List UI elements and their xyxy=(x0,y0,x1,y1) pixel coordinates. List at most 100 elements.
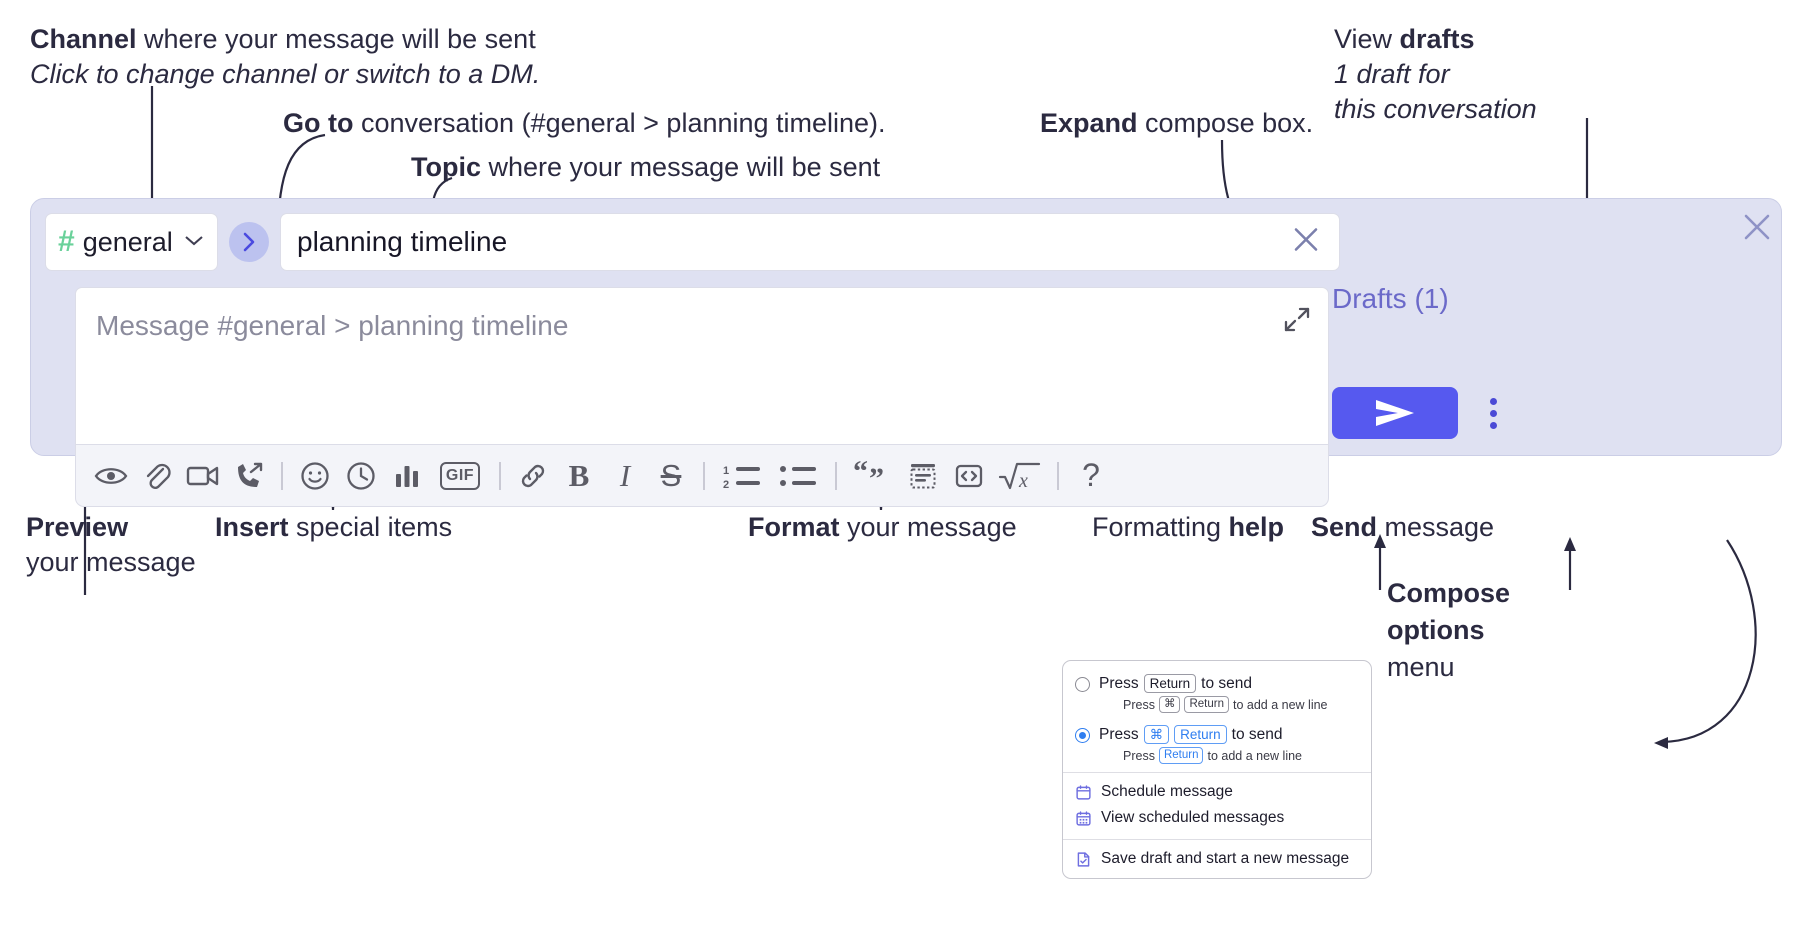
code-block-icon[interactable] xyxy=(900,453,946,499)
annotation-compose-options: Compose options menu xyxy=(1387,575,1510,686)
message-input[interactable]: Message #general > planning timeline xyxy=(75,287,1329,445)
kebab-dot xyxy=(1489,409,1497,417)
channel-selector[interactable]: # general xyxy=(45,213,218,271)
link-icon[interactable] xyxy=(510,453,556,499)
menu-item-label: View scheduled messages xyxy=(1101,809,1285,826)
italic-icon[interactable]: I xyxy=(602,453,648,499)
menu-item-label: Save draft and start a new message xyxy=(1101,850,1350,867)
calendar-icon xyxy=(1075,784,1092,801)
drafts-link[interactable]: Drafts (1) xyxy=(1332,283,1449,314)
annotation-goto-bold: Go to xyxy=(283,108,354,138)
option-main-row: Press Return to send xyxy=(1099,674,1328,693)
strikethrough-label: S xyxy=(660,457,682,493)
annotation-preview-line2: your message xyxy=(26,547,196,577)
option-tosend-label: to send xyxy=(1201,674,1253,692)
annotation-drafts-rest: View xyxy=(1334,24,1400,54)
emoji-icon[interactable] xyxy=(292,453,338,499)
svg-text:2: 2 xyxy=(723,479,729,490)
bulleted-list-icon[interactable] xyxy=(770,453,826,499)
goto-conversation-button[interactable] xyxy=(229,222,269,262)
sub-newline-label: to add a new line xyxy=(1207,748,1302,763)
svg-text:“: “ xyxy=(853,461,868,488)
gif-label: GIF xyxy=(439,461,481,490)
annotation-help-bold: help xyxy=(1228,512,1285,542)
chevron-right-icon xyxy=(243,232,255,252)
reminder-icon[interactable] xyxy=(338,453,384,499)
menu-option-cmd-return-to-send[interactable]: Press ⌘ Return to send Press Return to a… xyxy=(1063,722,1371,764)
svg-text:”: ” xyxy=(869,462,884,491)
option-main-row: Press ⌘ Return to send xyxy=(1099,725,1302,744)
toolbar-divider xyxy=(281,461,283,490)
help-label: ? xyxy=(1082,457,1100,493)
annotation-channel-bold: Channel xyxy=(30,24,137,54)
gif-icon[interactable]: GIF xyxy=(430,453,490,499)
huddle-icon[interactable] xyxy=(226,453,272,499)
italic-label: I xyxy=(619,457,631,493)
annotation-insert: Insert special items xyxy=(215,510,452,545)
radio-unselected[interactable] xyxy=(1075,677,1090,692)
formatting-help-icon[interactable]: ? xyxy=(1068,453,1114,499)
topic-value: planning timeline xyxy=(297,226,508,257)
compose-panel: # general planning timeline Message #gen… xyxy=(30,198,1782,507)
annotation-compose-options-line3: menu xyxy=(1387,652,1455,682)
annotation-expand-bold: Expand xyxy=(1040,108,1138,138)
save-draft-icon xyxy=(1075,851,1092,868)
key-return: Return xyxy=(1174,725,1227,744)
kebab-dot xyxy=(1489,397,1497,405)
radio-selected[interactable] xyxy=(1075,728,1090,743)
topic-input[interactable]: planning timeline xyxy=(280,213,1340,271)
annotation-format: Format your message xyxy=(748,510,1017,545)
annotation-insert-bold: Insert xyxy=(215,512,289,542)
equation-icon[interactable]: x xyxy=(992,453,1048,499)
expand-icon[interactable] xyxy=(1282,304,1312,339)
annotation-format-rest: your message xyxy=(839,512,1017,542)
annotation-channel-italic: Click to change channel or switch to a D… xyxy=(30,59,541,89)
ordered-list-icon[interactable]: 1 2 xyxy=(714,453,770,499)
svg-text:x: x xyxy=(1018,470,1028,492)
menu-item-view-scheduled[interactable]: View scheduled messages xyxy=(1063,805,1371,831)
compose-options-button[interactable] xyxy=(1482,390,1504,436)
chevron-down-icon xyxy=(183,232,205,252)
menu-item-save-draft[interactable]: Save draft and start a new message xyxy=(1063,846,1371,872)
toolbar-divider xyxy=(703,461,705,490)
annotation-topic-bold: Topic xyxy=(411,152,481,182)
key-command: ⌘ xyxy=(1158,696,1181,713)
option-press-label: Press xyxy=(1099,674,1139,692)
annotation-channel-rest: where your message will be sent xyxy=(136,24,536,54)
attach-icon[interactable] xyxy=(134,453,180,499)
inline-code-icon[interactable] xyxy=(946,453,992,499)
annotation-send-rest: message xyxy=(1377,512,1495,542)
sub-press-label: Press xyxy=(1123,697,1155,712)
video-icon[interactable] xyxy=(180,453,226,499)
annotation-drafts-line2: 1 draft for xyxy=(1334,59,1450,89)
annotation-compose-options-line1: Compose xyxy=(1387,578,1511,608)
bold-icon[interactable]: B xyxy=(556,453,602,499)
close-compose-icon[interactable] xyxy=(1740,210,1794,249)
sub-newline-label: to add a new line xyxy=(1232,697,1328,712)
key-return: Return xyxy=(1143,674,1197,693)
annotation-expand: Expand compose box. xyxy=(1040,106,1313,141)
send-button[interactable] xyxy=(1332,387,1458,439)
annotation-expand-rest: compose box. xyxy=(1137,108,1314,138)
hash-icon: # xyxy=(58,225,75,258)
sub-press-label: Press xyxy=(1123,748,1155,763)
annotation-compose-options-line2: options xyxy=(1387,615,1485,645)
strikethrough-icon[interactable]: S xyxy=(648,453,694,499)
key-command: ⌘ xyxy=(1143,725,1170,744)
poll-icon[interactable] xyxy=(384,453,430,499)
key-return: Return xyxy=(1184,696,1229,713)
svg-text:1: 1 xyxy=(723,465,729,477)
annotation-goto-rest: conversation (#general > planning timeli… xyxy=(353,108,886,138)
option-press-label: Press xyxy=(1099,725,1139,743)
kebab-dot xyxy=(1489,421,1497,429)
compose-header-row: # general planning timeline xyxy=(45,213,1340,271)
blockquote-icon[interactable]: “ ” xyxy=(846,453,900,499)
menu-item-schedule-message[interactable]: Schedule message xyxy=(1063,779,1371,805)
annotation-help-rest: Formatting xyxy=(1092,512,1229,542)
toolbar-divider xyxy=(499,461,501,490)
close-icon[interactable] xyxy=(1289,223,1323,262)
send-paper-plane-icon xyxy=(1376,400,1414,426)
menu-option-return-to-send[interactable]: Press Return to send Press ⌘ Return to a… xyxy=(1063,671,1371,713)
preview-icon[interactable] xyxy=(88,453,134,499)
message-placeholder: Message #general > planning timeline xyxy=(96,310,569,341)
